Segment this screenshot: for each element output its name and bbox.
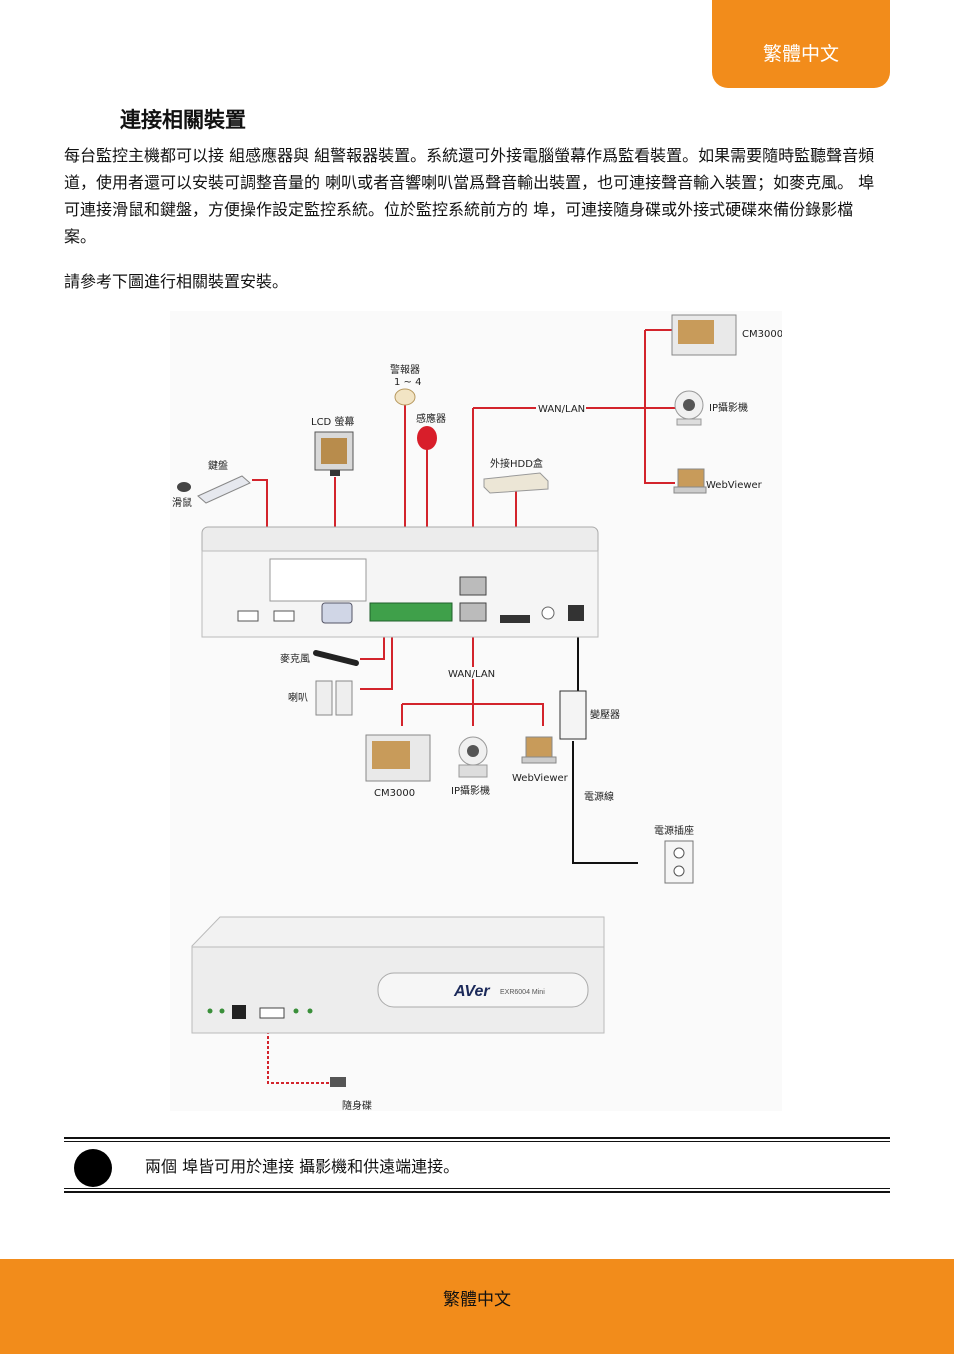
microphone-icon: [313, 650, 359, 666]
keyboard-icon: [197, 475, 251, 504]
power-cable: [572, 633, 638, 864]
dvr-front-panel: [191, 916, 605, 1034]
section-title: 連接相關裝置: [120, 108, 246, 132]
ip-camera-bottom-label: IP攝影機: [451, 784, 490, 797]
webviewer-bottom-label: WebViewer: [512, 773, 569, 784]
sensor-label: 感應器: [416, 412, 446, 425]
footer-bar: 繁體中文: [0, 1259, 954, 1354]
wan-lan-bottom-label: WAN/LAN: [448, 669, 495, 680]
cm3000-bottom-label: CM3000: [374, 788, 415, 799]
usb-dotted-line: [267, 1011, 330, 1084]
brand-logo: AVer: [453, 983, 490, 1000]
model-label: EXR6004 Mini: [500, 989, 545, 996]
note-rule-top: [64, 1137, 890, 1139]
lcd-label: LCD 螢幕: [311, 415, 354, 428]
adapter-icon: [559, 690, 587, 740]
hdd-label: 外接HDD盒: [490, 457, 543, 470]
outlet-icon: [664, 840, 694, 884]
note-text: 兩個 埠皆可用於連接 攝影機和供遠端連接。: [145, 1157, 460, 1176]
intro-paragraph: 每台監控主機都可以接 組感應器與 組警報器裝置。系統還可外接電腦螢幕作爲監看裝置…: [64, 146, 875, 246]
microphone-label: 麥克風: [280, 652, 310, 665]
keyboard-label: 鍵盤: [208, 459, 228, 472]
instruction-paragraph: 請參考下圖進行相關裝置安裝。: [64, 272, 289, 291]
footer-label: 繁體中文: [443, 1290, 511, 1310]
note-rule-bottom-thin: [64, 1188, 890, 1189]
hdd-icon: [483, 472, 549, 494]
note-icon: [74, 1149, 112, 1187]
cm3000-top-label: CM3000: [742, 329, 782, 340]
ip-camera-bottom-icon: [458, 736, 488, 778]
alarm-label: 警報器: [390, 363, 420, 376]
adapter-label: 變壓器: [590, 708, 620, 721]
language-tab: 繁體中文: [712, 0, 890, 88]
ip-camera-top-label: IP攝影機: [709, 401, 748, 414]
outlet-label: 電源插座: [654, 824, 694, 837]
mouse-icon: [177, 482, 191, 492]
mouse-label: 滑鼠: [172, 496, 192, 509]
note-rule-bottom: [64, 1191, 890, 1193]
webviewer-top-icon: [673, 468, 707, 494]
wan-lan-top-bg: [536, 403, 586, 415]
alarm-range-label: 1 ~ 4: [394, 377, 421, 388]
usb-stick-label: 隨身碟: [342, 1099, 372, 1111]
ip-camera-top-icon: [674, 390, 704, 426]
webviewer-bottom-icon: [521, 736, 557, 764]
cm3000-bottom-icon: [365, 734, 431, 782]
cm3000-top-icon: [671, 314, 737, 356]
connection-diagram-svg: CM3000 IP攝影機 WebViewer WAN/LAN 警報器 1 ~ 4…: [172, 314, 782, 1111]
dvr-rear-panel: [201, 526, 599, 638]
alarm-icon: [394, 388, 416, 406]
wan-lan-top-label: WAN/LAN: [538, 404, 585, 415]
webviewer-top-label: WebViewer: [706, 480, 763, 491]
usb-stick-icon: [330, 1077, 346, 1087]
speaker-icon: [315, 680, 353, 716]
wan-lan-bottom-bg: [444, 667, 500, 679]
lcd-monitor-icon: [314, 431, 354, 476]
connection-diagram: CM3000 IP攝影機 WebViewer WAN/LAN 警報器 1 ~ 4…: [170, 311, 782, 1111]
sensor-icon: [417, 426, 437, 450]
note-rule-top-thin: [64, 1141, 890, 1142]
power-cord-label: 電源線: [584, 790, 614, 803]
speaker-label: 喇叭: [288, 692, 308, 704]
